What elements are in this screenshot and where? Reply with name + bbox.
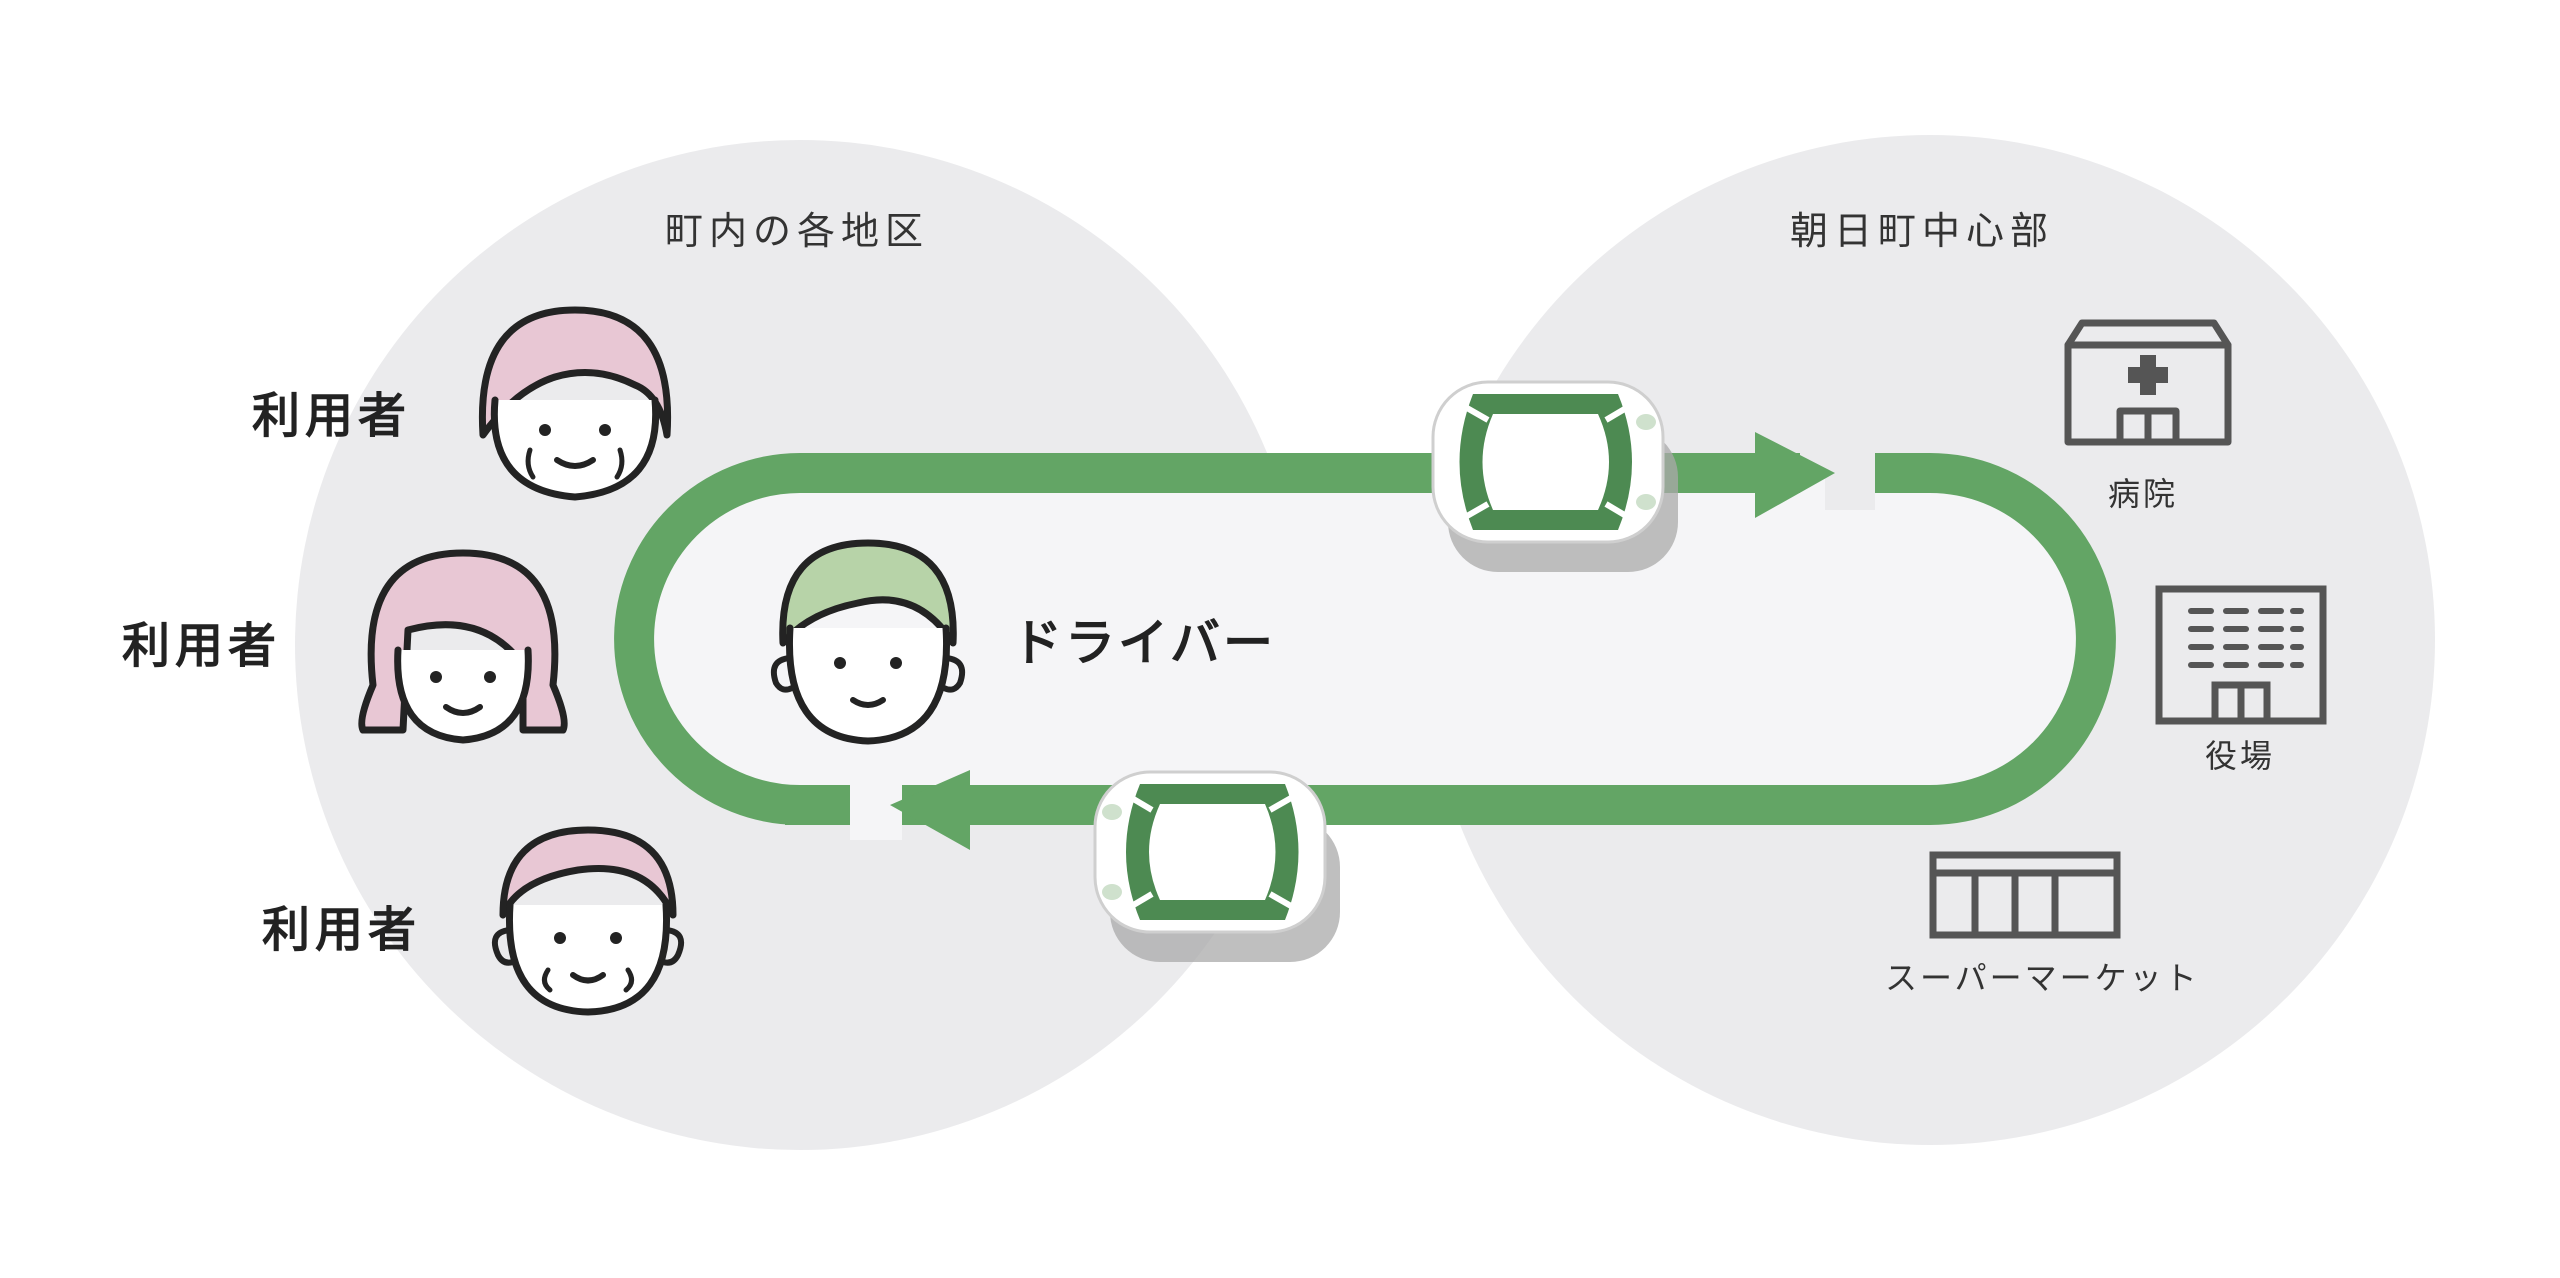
car-lower <box>1093 770 1340 962</box>
driver-avatar <box>770 539 966 745</box>
user-avatar-2 <box>358 549 568 744</box>
town-hall-icon <box>2155 585 2327 725</box>
hospital-label: 病院 <box>2108 475 2179 513</box>
car-upper <box>1431 380 1678 572</box>
route-arrow-left <box>890 770 970 850</box>
user-label-1: 利用者 <box>252 388 412 444</box>
supermarket-label: スーパーマーケット <box>1885 959 2200 997</box>
route-loop-interior <box>632 473 2102 805</box>
driver-label: ドライバー <box>1012 614 1276 672</box>
hospital-icon <box>2064 319 2232 446</box>
town-hall-label: 役場 <box>2205 737 2276 775</box>
user-avatar-3 <box>492 826 684 1016</box>
region-title-right: 朝日町中心部 <box>1790 209 2055 253</box>
route-arrow-right <box>1755 432 1835 518</box>
user-label-3: 利用者 <box>262 902 422 958</box>
user-avatar-1 <box>478 306 672 501</box>
supermarket-icon <box>1929 851 2121 939</box>
region-title-left: 町内の各地区 <box>665 209 930 253</box>
user-label-2: 利用者 <box>122 618 282 674</box>
route-loop <box>614 453 2116 825</box>
